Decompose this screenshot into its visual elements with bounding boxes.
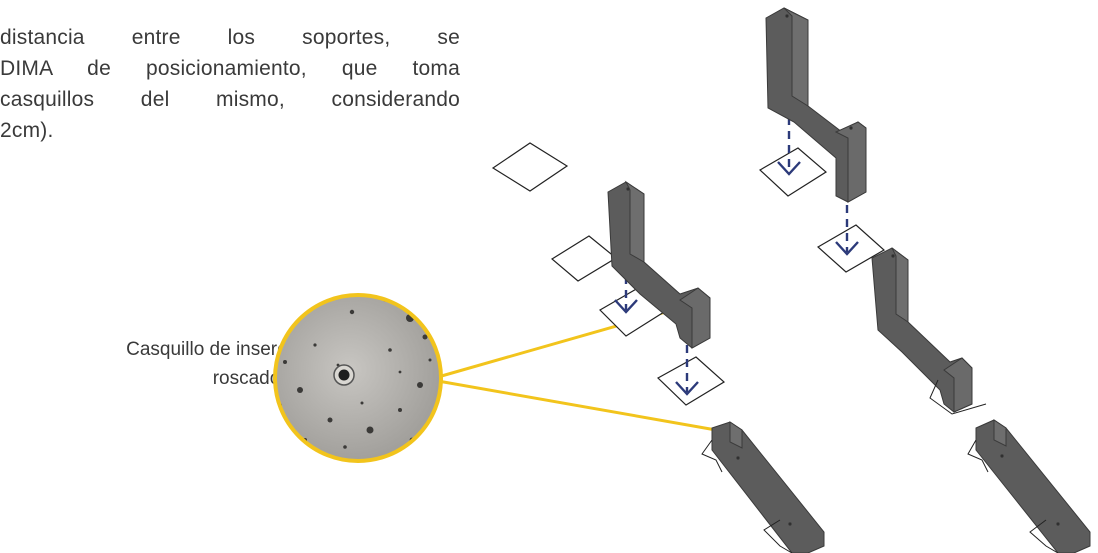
placement-pads [491, 142, 886, 406]
intro-line-4: 2cm). [0, 119, 54, 142]
support-block-bottom-left [701, 421, 825, 553]
intro-line-1: distancia entre los soportes, se [0, 26, 460, 49]
intro-paragraph: distancia entre los soportes, se DIMA de… [0, 22, 460, 146]
support-block-right-middle [871, 247, 987, 415]
support-block-middle [607, 180, 711, 349]
support-block-top-right [765, 7, 867, 203]
insert-caption-line-1: Casquillo de inserción [126, 339, 312, 360]
support-block-bottom-right [967, 419, 1091, 553]
callout-lines [437, 303, 717, 432]
intro-line-2: DIMA de posicionamiento, que toma [0, 57, 460, 80]
concrete-insert-photo [273, 293, 443, 463]
drop-arrows [614, 117, 859, 396]
intro-line-3: casquillos del mismo, considerando [0, 88, 460, 111]
